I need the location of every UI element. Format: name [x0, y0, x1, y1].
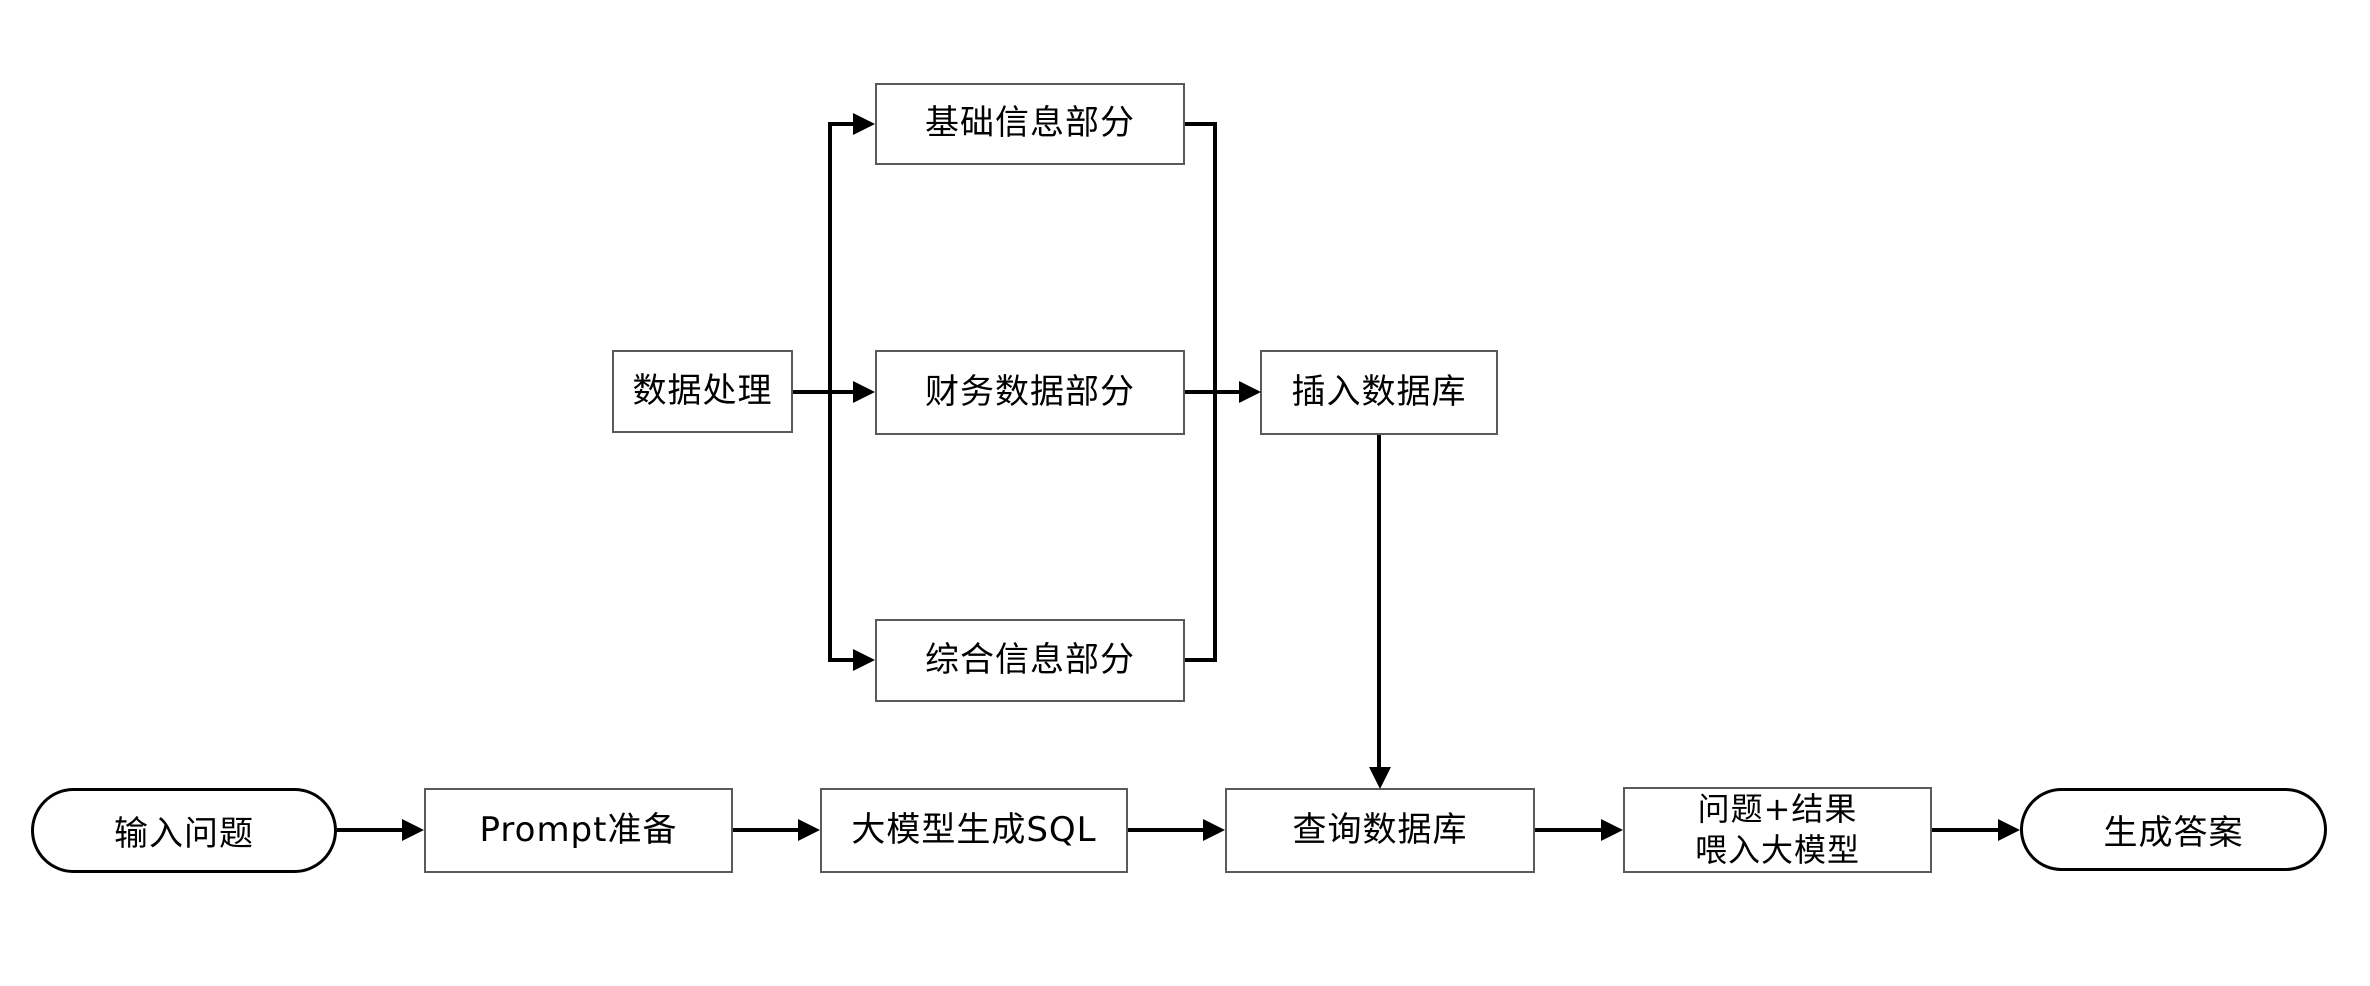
node-data-processing: 数据处理	[612, 350, 793, 433]
node-input-question: 输入问题	[31, 788, 337, 873]
edge-prompt-prep-to-llm-sql	[733, 828, 800, 832]
node-comprehensive-info: 综合信息部分	[875, 619, 1185, 702]
edge-branch-to-comprehensive-info	[828, 658, 855, 662]
node-basic-info-label: 基础信息部分	[925, 103, 1135, 144]
node-generate-answer: 生成答案	[2020, 788, 2327, 871]
node-query-db: 查询数据库	[1225, 788, 1535, 873]
arrowhead-into-prompt-prep	[402, 819, 424, 841]
node-query-db-label: 查询数据库	[1292, 809, 1468, 850]
arrowhead-into-insert-db	[1239, 381, 1261, 403]
node-basic-info: 基础信息部分	[875, 83, 1185, 165]
edge-financial-to-insert-db	[1185, 390, 1241, 394]
node-feed-llm: 问题+结果 喂入大模型	[1623, 787, 1932, 873]
arrowhead-into-query-db-top	[1369, 767, 1391, 789]
arrowhead-into-feed-llm	[1601, 819, 1623, 841]
node-financial-data-label: 财务数据部分	[925, 371, 1135, 412]
node-comprehensive-info-label: 综合信息部分	[925, 639, 1135, 680]
node-feed-llm-label-line2: 喂入大模型	[1694, 831, 1860, 869]
arrowhead-into-generate-answer	[1998, 819, 2020, 841]
node-insert-db-label: 插入数据库	[1291, 371, 1467, 412]
arrowhead-into-llm-generate-sql	[798, 819, 820, 841]
arrowhead-into-comprehensive-info	[853, 649, 875, 671]
arrowhead-into-query-db-left	[1203, 819, 1225, 841]
node-insert-db: 插入数据库	[1260, 350, 1498, 435]
arrowhead-into-financial-data	[853, 381, 875, 403]
edge-basic-info-to-collector	[1185, 122, 1217, 126]
node-input-question-label: 输入问题	[114, 814, 254, 854]
node-data-processing-label: 数据处理	[632, 370, 773, 411]
node-llm-generate-sql: 大模型生成SQL	[820, 788, 1128, 873]
arrowhead-into-basic-info	[853, 113, 875, 135]
node-generate-answer-label: 生成答案	[2103, 813, 2244, 853]
node-llm-generate-sql-label: 大模型生成SQL	[851, 809, 1097, 850]
node-prompt-prep-label: Prompt准备	[479, 809, 678, 850]
node-feed-llm-label-line1: 问题+结果	[1697, 790, 1858, 829]
node-prompt-prep: Prompt准备	[424, 788, 733, 873]
edge-branch-to-basic-info	[828, 122, 855, 126]
edge-query-db-to-feed-llm	[1535, 828, 1603, 832]
edge-input-question-to-prompt-prep	[337, 828, 404, 832]
node-financial-data: 财务数据部分	[875, 350, 1185, 435]
edge-comprehensive-to-collector	[1185, 658, 1217, 662]
edge-feed-llm-to-generate-answer	[1932, 828, 2000, 832]
edge-llm-sql-to-query-db	[1128, 828, 1205, 832]
edge-data-processing-to-financial	[793, 390, 855, 394]
edge-insert-db-to-query-db	[1377, 435, 1381, 769]
